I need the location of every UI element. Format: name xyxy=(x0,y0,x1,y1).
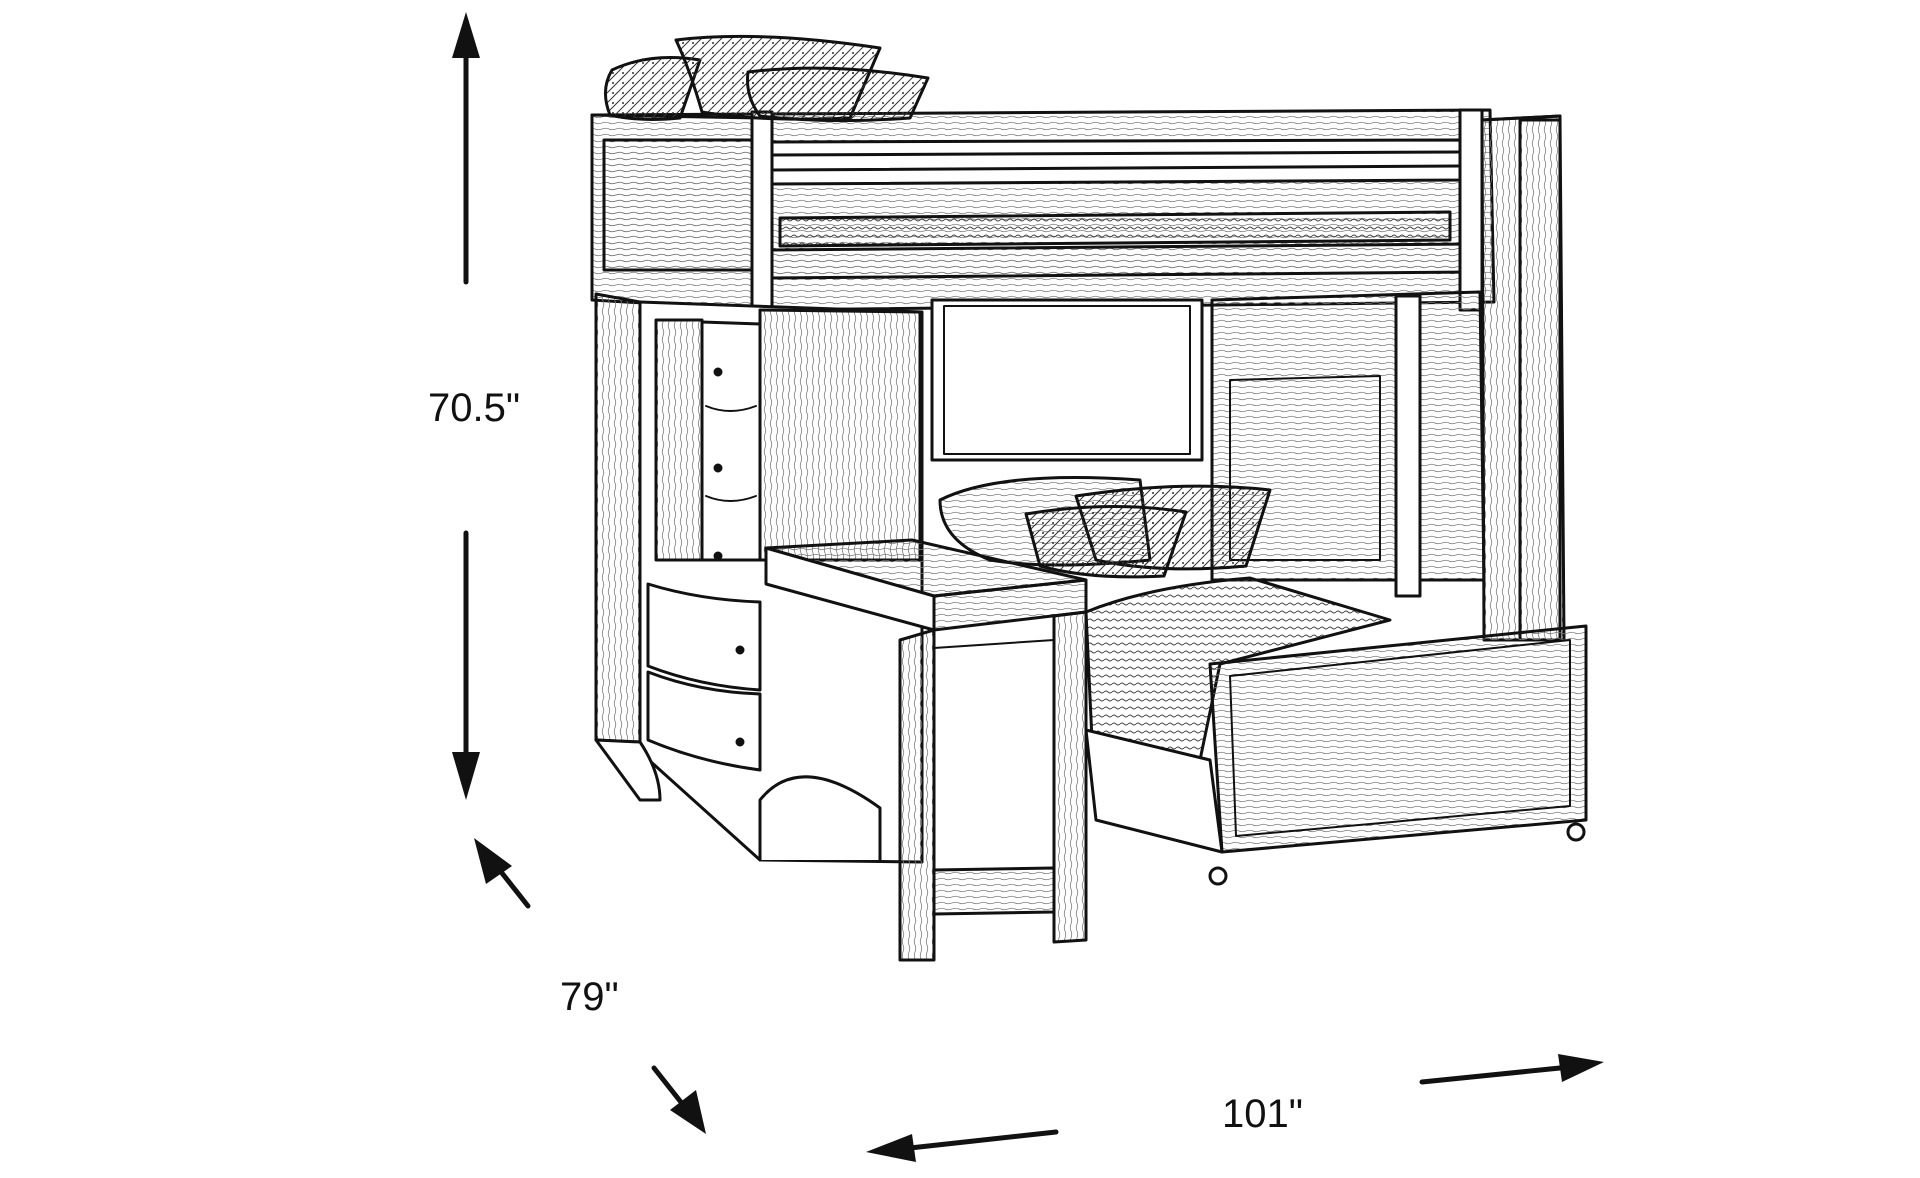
depth-arrow xyxy=(474,838,706,1134)
back-panel xyxy=(930,290,1486,598)
height-arrow xyxy=(452,12,480,800)
width-arrow xyxy=(866,1054,1604,1162)
depth-label: 79" xyxy=(560,975,619,1019)
desk xyxy=(764,538,1088,962)
lower-bed xyxy=(938,476,1588,886)
width-label: 101" xyxy=(1222,1092,1303,1136)
loft-pillows xyxy=(604,34,930,123)
height-label: 70.5" xyxy=(428,386,521,430)
